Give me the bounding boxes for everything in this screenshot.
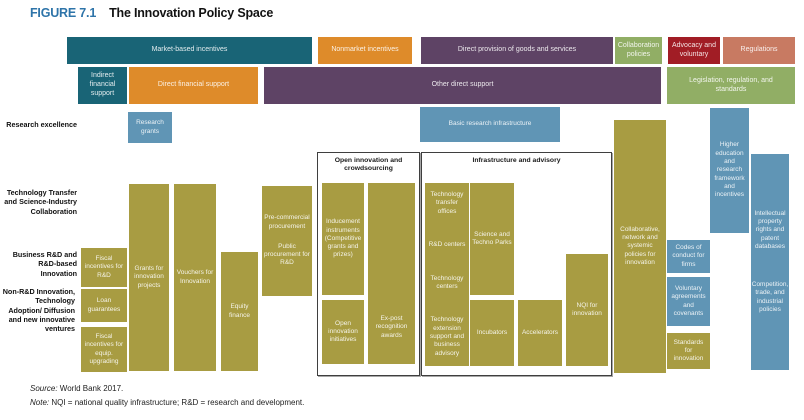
- box-expost-recognition-awards: Ex-post recognition awards: [368, 183, 415, 364]
- bar-direct-provision: Direct provision of goods and services: [421, 37, 613, 64]
- box-open-innovation-initiatives: Open innovation initiatives: [322, 300, 364, 364]
- box-incubators: Incubators: [470, 300, 514, 366]
- box-competition-label: Competition, trade, and industrial polic…: [751, 281, 789, 314]
- figure-title: The Innovation Policy Space: [109, 6, 274, 20]
- rowlabel-technology-transfer: Technology Transfer and Science-Industry…: [4, 188, 77, 216]
- bar-nonmarket-incentives: Nonmarket incentives: [318, 37, 412, 64]
- note-text: NQI = national quality infrastructure; R…: [49, 398, 305, 407]
- box-fiscal-incentives-equip: Fiscal incentives for equip. upgrading: [81, 327, 127, 372]
- box-procurement: Pre-commercial procurement Public procur…: [262, 186, 312, 296]
- bar-market-based-incentives: Market-based incentives: [67, 37, 312, 64]
- source-label: Source:: [30, 384, 58, 393]
- note-line: Note: NQI = national quality infrastruct…: [30, 398, 304, 408]
- box-loan-guarantees: Loan guarantees: [81, 289, 127, 322]
- box-nqi-innovation: NQI for innovation: [566, 254, 608, 366]
- box-ipr-label: Intellectual property rights and patent …: [754, 209, 786, 250]
- bar-indirect-financial-support: Indirect financial support: [78, 67, 127, 104]
- bar-advocacy-voluntary: Advocacy and voluntary: [668, 37, 720, 64]
- box-research-grants: Research grants: [128, 112, 172, 143]
- group-open-innovation-title: Open innovation and crowdsourcing: [334, 157, 403, 173]
- box-technology-transfer-offices: Technology transfer offices: [430, 191, 464, 215]
- box-grants-innovation-projects: Grants for innovation projects: [129, 184, 169, 371]
- box-technology-extension: Technology extension support and busines…: [429, 316, 465, 357]
- bar-direct-financial-support: Direct financial support: [129, 67, 258, 104]
- box-precommercial-label: Pre-commercial procurement: [264, 214, 310, 230]
- group-infrastructure-title: Infrastructure and advisory: [472, 157, 561, 164]
- source-note: Source: World Bank 2017.: [30, 384, 123, 394]
- bar-legislation-regulation-standards: Legislation, regulation, and standards: [667, 67, 795, 104]
- box-basic-research-infrastructure: Basic research infrastructure: [420, 107, 560, 142]
- box-public-procurement-label: Public procurement for R&D: [264, 242, 310, 267]
- box-technology-centers: Technology centers: [430, 274, 464, 290]
- box-ipr-competition: Intellectual property rights and patent …: [751, 154, 789, 370]
- box-vouchers-innovation: Vouchers for Innovation: [174, 184, 216, 371]
- box-standards-innovation: Standards for innovation: [667, 333, 710, 369]
- bar-collaboration-policies: Collaboration policies: [615, 37, 662, 64]
- rowlabel-non-rd: Non-R&D Innovation, Technology Adoption/…: [2, 287, 75, 334]
- box-inducement-instruments: Inducement instruments (Competitive gran…: [322, 183, 364, 295]
- box-codes-of-conduct: Codes of conduct for firms: [667, 240, 710, 273]
- box-collaborative-network-policies: Collaborative, network and systemic poli…: [614, 120, 666, 373]
- box-science-techno-parks: Science and Techno Parks: [470, 183, 514, 295]
- figure-number: FIGURE 7.1: [30, 6, 97, 20]
- rowlabel-business-rd: Business R&D and R&D-based Innovation: [12, 250, 77, 278]
- figure-header: FIGURE 7.1 The Innovation Policy Space: [30, 6, 273, 20]
- box-rd-centers: R&D centers: [428, 241, 466, 249]
- bar-other-direct-support: Other direct support: [264, 67, 661, 104]
- box-infrastructure-column: Technology transfer offices R&D centers …: [425, 183, 469, 366]
- box-fiscal-incentives-rd: Fiscal incentives for R&D: [81, 248, 127, 287]
- note-label: Note:: [30, 398, 50, 407]
- rowlabel-research-excellence: Research excellence: [6, 120, 77, 129]
- box-accelerators: Accelerators: [518, 300, 562, 366]
- source-text: World Bank 2017.: [57, 384, 124, 393]
- box-equity-finance: Equity finance: [221, 252, 258, 371]
- box-voluntary-agreements: Voluntary agreements and covenants: [667, 277, 710, 326]
- box-higher-education-framework: Higher education and research framework …: [710, 108, 749, 233]
- bar-regulations: Regulations: [723, 37, 795, 64]
